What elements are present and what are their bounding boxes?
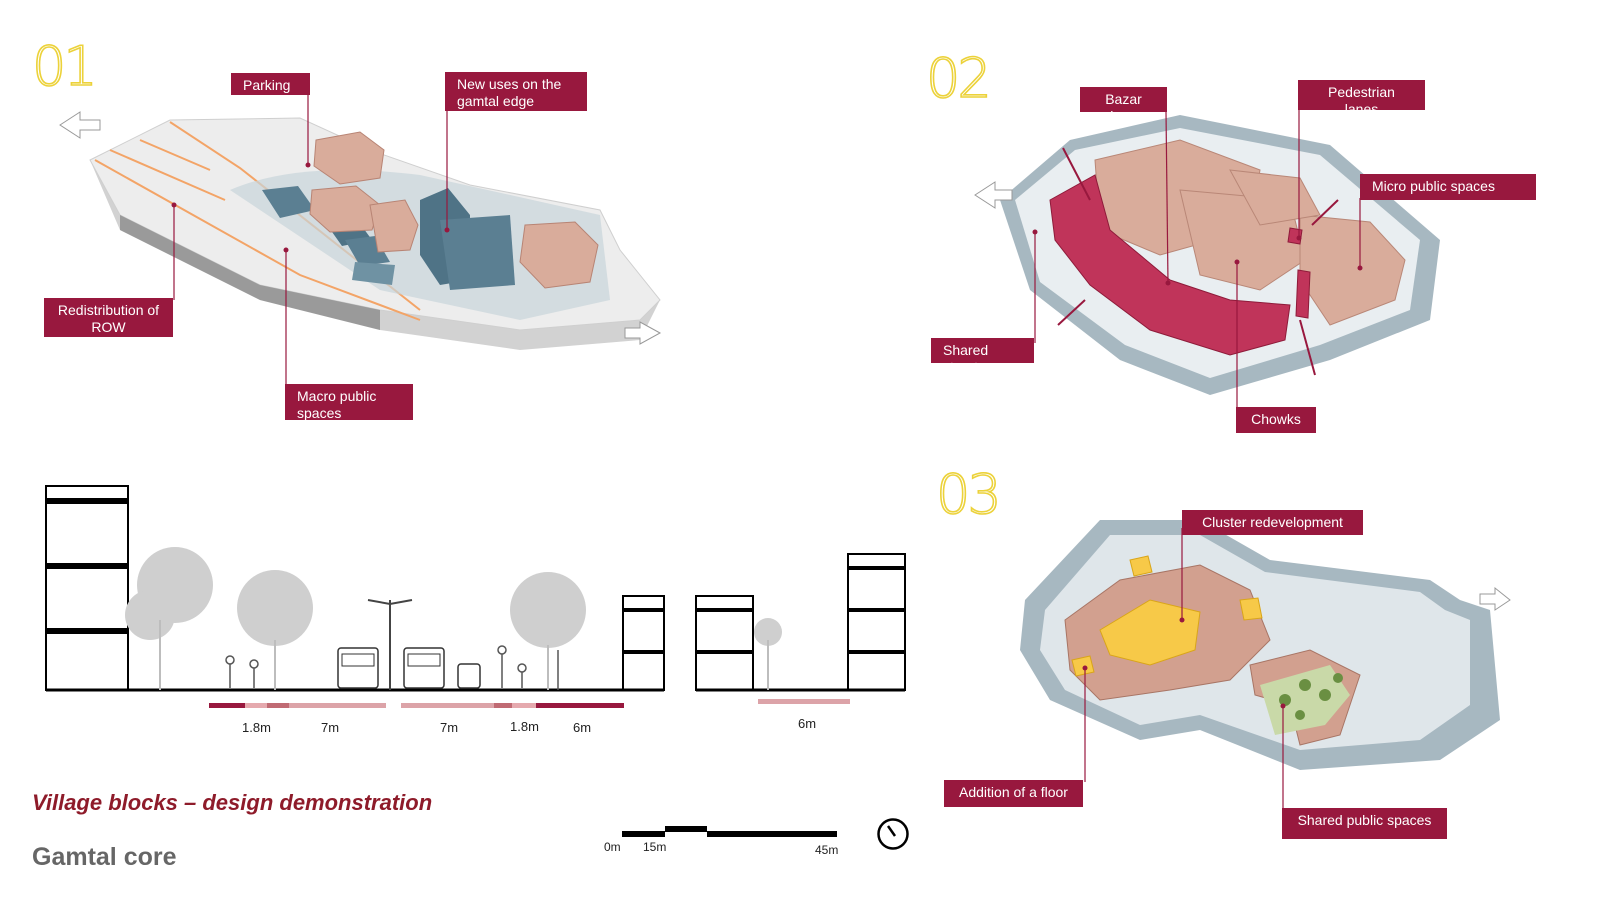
- compass-icon: [877, 818, 909, 850]
- panel-1-blue-buildings: [262, 186, 515, 290]
- label-addition-floor: Addition of a floor: [944, 780, 1083, 807]
- scale-label-15: 15m: [643, 840, 667, 854]
- dim-lane: 6m: [798, 716, 817, 731]
- panel-1-clay-buildings: [309, 131, 599, 289]
- panel-2-clay-buildings: [1094, 139, 1406, 326]
- label-macro-public-spaces: Macro public spaces: [285, 384, 413, 421]
- dim-1: 1.8m: [242, 720, 271, 735]
- label-redistribution-row: Redistribution of ROW: [44, 298, 173, 337]
- subtitle: Village blocks – design demonstration: [32, 790, 433, 815]
- scale-label-45: 45m: [815, 843, 839, 857]
- dim-2: 7m: [321, 720, 340, 735]
- label-shared-public-spaces: Shared public spaces: [1282, 808, 1447, 839]
- label-new-uses: New uses on the gamtal edge: [445, 72, 587, 111]
- scale-label-0: 0m: [604, 840, 621, 854]
- label-bazar-lane: Bazar lane: [1080, 87, 1167, 124]
- dim-4: 1.8m: [510, 719, 539, 734]
- label-cluster-redevelopment: Cluster redevelopment: [1182, 510, 1363, 535]
- label-chowks: Chowks: [1236, 407, 1316, 433]
- panel-3-yellow-buildings: [1071, 555, 1263, 677]
- page-title: Gamtal core: [32, 843, 177, 871]
- lane-section: [695, 553, 906, 704]
- panel-number-03: 03: [935, 463, 1002, 526]
- panel-1-axonometric: [59, 111, 662, 350]
- panel-3-axonometric: [1020, 520, 1511, 770]
- label-micro-public-spaces: Micro public spaces: [1360, 174, 1536, 200]
- label-pedestrian-lanes: Pedestrian lanes: [1298, 80, 1425, 117]
- street-section: [45, 485, 665, 708]
- dim-3: 7m: [440, 720, 459, 735]
- label-shared-street: Shared street: [931, 338, 1034, 375]
- panel-number-01: 01: [31, 35, 98, 98]
- panel-2-axonometric: [974, 115, 1440, 395]
- leader-lines: [173, 92, 1361, 812]
- dim-5: 6m: [573, 720, 592, 735]
- panel-number-02: 02: [925, 47, 992, 110]
- scale-bar: [622, 826, 837, 837]
- label-parking: Parking: [231, 73, 310, 95]
